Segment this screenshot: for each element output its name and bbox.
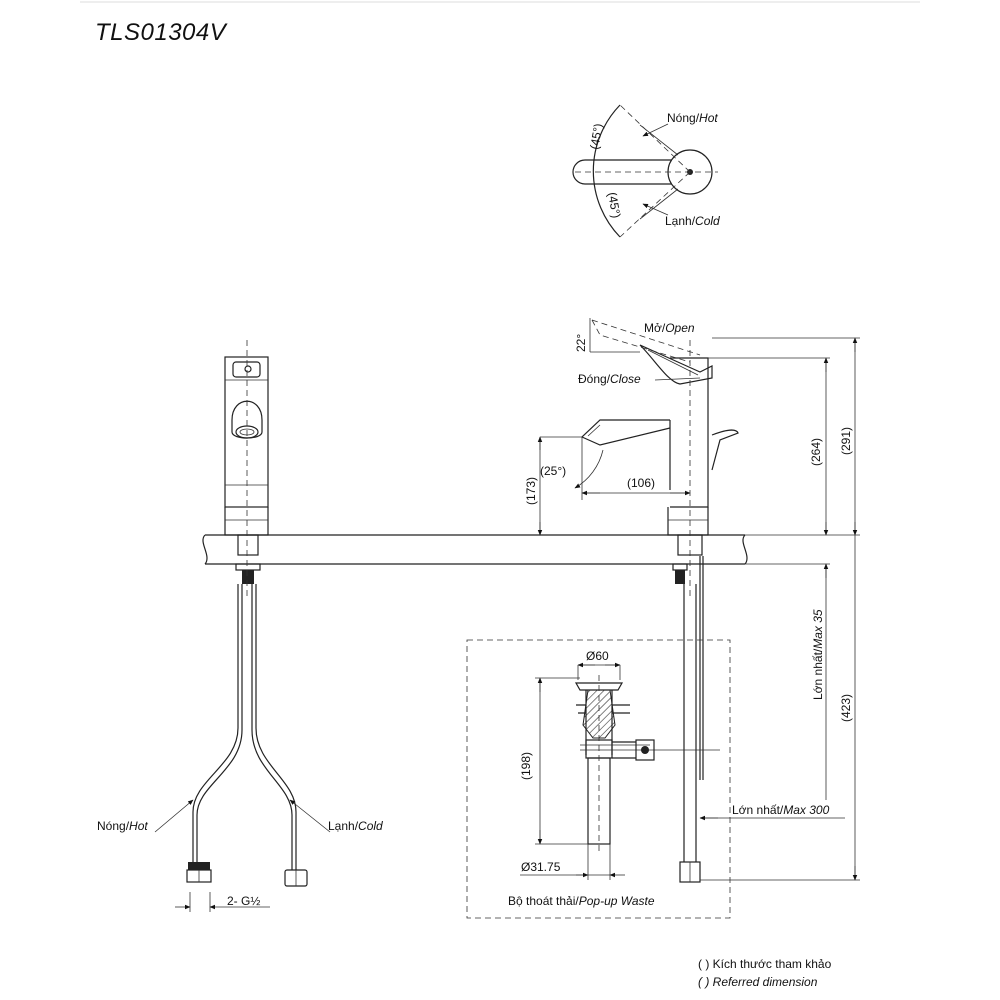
handle-angle-cold: (45°) <box>605 191 623 219</box>
front-cold-label-en: Cold <box>358 819 383 833</box>
front-cold-label: Lạnh/Cold <box>328 819 383 833</box>
max-hose-en: Max 300 <box>783 803 829 817</box>
popup-waste-detail <box>466 639 731 919</box>
max-thickness-label: Lớn nhất/Max 35 <box>811 609 825 700</box>
handle-angle-hot: (45°) <box>587 122 605 150</box>
handle-hot-label-en: Hot <box>699 111 718 125</box>
popup-diameter-top: Ø60 <box>586 649 609 663</box>
popup-diameter-bottom: Ø31.75 <box>521 860 561 874</box>
countertop <box>202 534 860 565</box>
spout-angle-label: (25°) <box>540 464 566 478</box>
spout-height-label: (173) <box>524 477 538 505</box>
total-height-label: (291) <box>839 427 853 455</box>
side-view <box>537 318 860 883</box>
max-hose-vi: Lớn nhất/ <box>732 803 784 817</box>
max-thickness-vi: Lớn nhất/ <box>811 648 825 700</box>
thread-size-label: 2- G½ <box>227 894 260 908</box>
close-label: Đóng/Close <box>578 372 641 386</box>
front-view <box>154 340 331 912</box>
open-label-en: Open <box>665 321 695 335</box>
model-title: TLS01304V <box>95 19 228 46</box>
handle-hot-label-vi: Nóng/ <box>667 111 700 125</box>
handle-cold-label-vi: Lạnh/ <box>665 214 696 228</box>
front-cold-label-vi: Lạnh/ <box>328 819 359 833</box>
popup-height-label: (198) <box>519 752 533 780</box>
front-hot-label: Nóng/Hot <box>97 819 148 833</box>
under-length-label: (423) <box>839 694 853 722</box>
handle-cold-label-en: Cold <box>695 214 720 228</box>
body-height-label: (264) <box>809 438 823 466</box>
popup-waste-label-en: Pop-up Waste <box>579 894 655 908</box>
open-label-vi: Mở/ <box>644 321 666 335</box>
popup-waste-label: Bộ thoát thải/Pop-up Waste <box>508 894 655 908</box>
lever-angle-label: 22° <box>574 334 588 352</box>
popup-waste-label-vi: Bộ thoát thải/ <box>508 894 579 908</box>
legend-line-1: ( ) Kích thước tham khảo <box>698 957 832 971</box>
legend-line-2: ( ) Referred dimension <box>698 975 818 989</box>
close-label-vi: Đóng/ <box>578 372 611 386</box>
close-label-en: Close <box>610 372 641 386</box>
spout-reach-label: (106) <box>627 476 655 490</box>
front-hot-label-en: Hot <box>129 819 148 833</box>
handle-hot-label: Nóng/Hot <box>667 111 718 125</box>
handle-cold-label: Lạnh/Cold <box>665 214 720 228</box>
max-hose-label: Lớn nhất/Max 300 <box>732 803 830 817</box>
open-label: Mở/Open <box>644 321 695 335</box>
handle-top-view <box>572 104 718 238</box>
max-thickness-en: Max 35 <box>811 609 825 649</box>
front-hot-label-vi: Nóng/ <box>97 819 130 833</box>
